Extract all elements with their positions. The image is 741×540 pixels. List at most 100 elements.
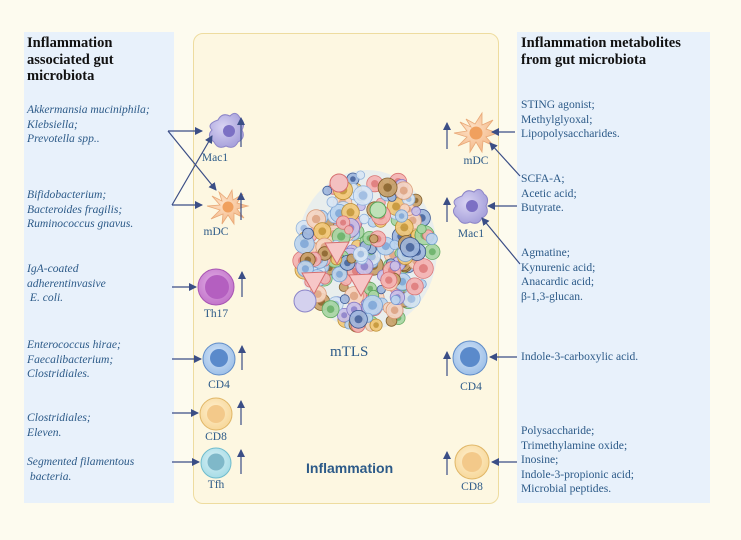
tls-cell-nucleus <box>301 265 309 273</box>
cell-label-th17: Th17 <box>203 308 229 320</box>
tls-large-cell <box>369 201 387 219</box>
cell-label-mdc-left: mDC <box>203 226 229 238</box>
microbiota-line: Ruminococcus gnavus. <box>27 217 134 231</box>
tls-cell-nucleus <box>318 227 327 236</box>
tls-cell <box>389 260 401 272</box>
metabolite-line: Polysaccharide; <box>521 424 595 437</box>
microbiota-line: Bifidobacterium; <box>27 188 107 201</box>
cd4-cell-right <box>452 340 488 376</box>
microbiota-group-1: Akkermansia muciniphila; Klebsiella; Pre… <box>27 103 150 147</box>
microbiota-line: E. coli. <box>27 291 64 305</box>
tls-cell-nucleus <box>335 209 344 218</box>
cell-label-mdc-right: mDC <box>463 155 489 167</box>
microbiota-line: Clostridiales. <box>27 367 90 381</box>
right-heading-line: Inflammation metabolites <box>521 35 681 51</box>
tls-large-cell <box>293 289 317 313</box>
mtls-label: mTLS <box>330 344 369 360</box>
center-box <box>193 33 499 504</box>
metabolite-line: Indole-3-carboxylic acid. <box>521 350 639 363</box>
metabolite-group-3: Agmatine; Kynurenic acid; Anacardic acid… <box>521 246 595 304</box>
tls-cell-nucleus <box>405 242 415 252</box>
tls-cell-nucleus <box>371 180 379 188</box>
cd8-cell-left <box>199 397 233 431</box>
tls-cell-nucleus <box>346 208 355 217</box>
arrow-icon <box>171 135 213 206</box>
metabolite-line: Methylglyoxal; <box>521 112 593 126</box>
tls-cell-nucleus <box>411 282 419 291</box>
tls-cell <box>411 206 421 217</box>
tls-cell <box>369 234 379 244</box>
metabolite-line: Anacardic acid; <box>521 275 595 289</box>
cell-label-mac1-left: Mac1 <box>201 152 229 164</box>
tls-cell <box>322 185 333 196</box>
arrow-icon <box>167 130 217 191</box>
microbiota-group-6: Segmented filamentous bacteria. <box>27 455 134 484</box>
left-heading: Inflammation associated gut microbiota <box>27 35 114 85</box>
microbiota-line: Bacteroides fragilis; <box>27 202 123 216</box>
tls-cell-nucleus <box>407 294 416 303</box>
tls-cell-nucleus <box>326 305 335 314</box>
tls-cell-nucleus <box>349 291 359 301</box>
tls-cell-nucleus <box>385 276 393 284</box>
tls-cell-nucleus <box>311 214 321 224</box>
mdc-cell-right <box>453 111 500 154</box>
tfh-cell <box>200 447 232 479</box>
microbiota-line: Eleven. <box>27 425 62 439</box>
cd4-cell-left <box>202 342 236 376</box>
tls-cell <box>425 232 438 245</box>
tls-cell <box>344 225 354 235</box>
tls-cell-nucleus <box>341 312 348 319</box>
left-panel <box>24 32 174 503</box>
tls-cell <box>339 294 350 305</box>
microbiota-line: IgA-coated <box>27 262 79 275</box>
tls-cell-nucleus <box>358 191 368 200</box>
tls-dendritic-cell <box>324 241 350 266</box>
right-heading-line: from gut microbiota <box>521 51 647 68</box>
left-heading-line: Inflammation <box>27 35 113 51</box>
metabolite-line: Agmatine; <box>521 246 570 259</box>
tls-cell-nucleus <box>321 250 328 257</box>
metabolite-line: Microbial peptides. <box>521 482 612 496</box>
microbiota-line: Prevotella spp.. <box>27 132 100 146</box>
microbiota-line: Klebsiella; <box>27 117 78 131</box>
tls-cell-nucleus <box>336 270 343 278</box>
metabolite-line: Butyrate. <box>521 201 564 215</box>
tls-cell <box>302 227 314 240</box>
tls-dendritic-cell <box>348 273 374 298</box>
microbiota-group-5: Clostridiales; Eleven. <box>27 411 91 440</box>
cell-label-cd8-left: CD8 <box>205 431 227 443</box>
left-heading-line: microbiota <box>27 68 95 84</box>
left-heading-line: associated gut <box>27 51 114 68</box>
microbiota-line: Enterococcus hirae; <box>27 338 121 351</box>
cd8-cell-right <box>454 444 490 480</box>
th17-cell <box>197 268 235 306</box>
microbiota-group-4: Enterococcus hirae; Faecalibacterium; Cl… <box>27 338 121 382</box>
tls-cell-nucleus <box>340 219 347 226</box>
metabolite-group-5: Polysaccharide; Trimethylamine oxide; In… <box>521 424 634 497</box>
microbiota-group-2: Bifidobacterium; Bacteroides fragilis; R… <box>27 188 133 232</box>
cell-label-mac1-right: Mac1 <box>457 228 485 240</box>
tls-cell-nucleus <box>367 285 374 292</box>
microbiota-line: Akkermansia muciniphila; <box>27 103 150 116</box>
microbiota-line: bacteria. <box>27 469 72 483</box>
right-panel <box>517 32 710 503</box>
microbiota-group-3: IgA-coated adherentinvasive E. coli. <box>27 262 106 306</box>
tls-cell-nucleus <box>400 223 409 232</box>
metabolite-line: Kynurenic acid; <box>521 260 596 274</box>
tls-cell-nucleus <box>399 186 408 195</box>
metabolite-line: Lipopolysaccharides. <box>521 127 620 141</box>
tls-cell-nucleus <box>373 322 379 328</box>
tls-cell-nucleus <box>392 202 401 211</box>
metabolite-line: Indole-3-propionic acid; <box>521 467 634 481</box>
tls-cell-nucleus <box>350 176 356 182</box>
mtls-cluster <box>292 170 441 333</box>
cell-label-cd8-right: CD8 <box>461 481 483 493</box>
tls-cell <box>355 170 366 180</box>
tls-cell-nucleus <box>357 250 365 258</box>
tls-cell <box>416 224 427 235</box>
inflammation-label: Inflammation <box>306 460 394 476</box>
metabolite-group-1: STING agonist; Methylglyoxal; Lipopolysa… <box>521 98 620 142</box>
cell-label-cd4-left: CD4 <box>208 379 230 391</box>
microbiota-line: Segmented filamentous <box>27 455 135 468</box>
mac1-cell-left <box>208 112 245 148</box>
